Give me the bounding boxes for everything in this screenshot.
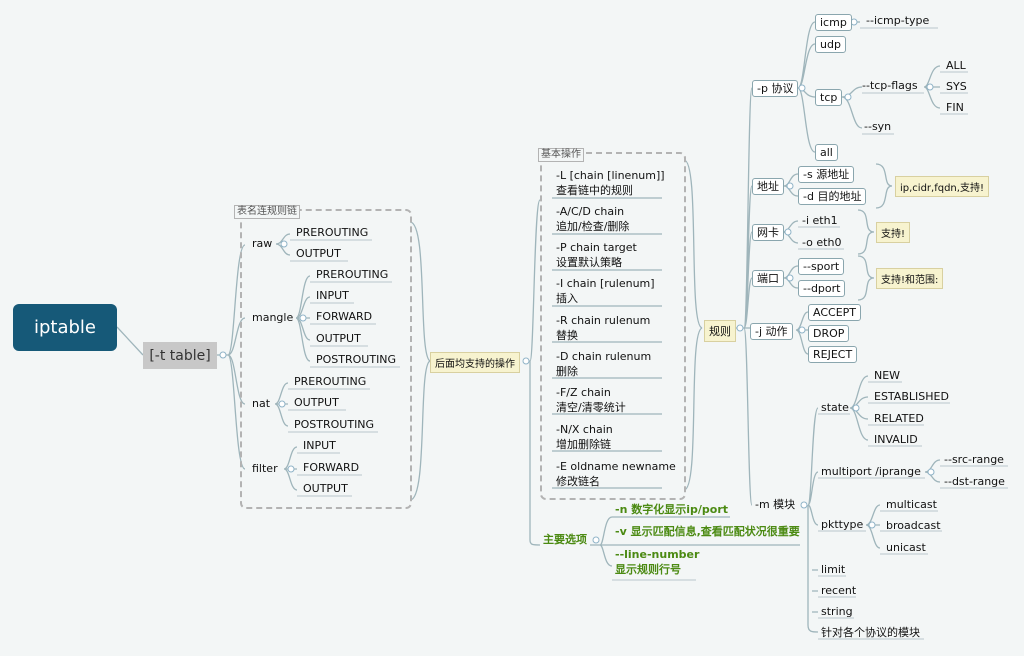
basic-op-item[interactable]: -I chain [rulenum]插入 — [556, 277, 655, 305]
table-mangle[interactable]: mangle — [252, 311, 294, 324]
chain-node[interactable]: PREROUTING — [316, 268, 389, 281]
state-item[interactable]: NEW — [874, 369, 901, 382]
tcp-flag-item[interactable]: FIN — [946, 101, 964, 114]
chain-node[interactable]: FORWARD — [303, 461, 360, 474]
root-node[interactable]: iptable — [13, 304, 117, 351]
address-node[interactable]: 地址 — [752, 178, 784, 195]
tcp-flag-item[interactable]: ALL — [946, 59, 966, 72]
action-accept[interactable]: ACCEPT — [808, 304, 861, 321]
chain-node[interactable]: PREROUTING — [294, 375, 367, 388]
syn-option[interactable]: --syn — [864, 120, 892, 133]
chain-node[interactable]: INPUT — [303, 439, 336, 452]
protocol-node[interactable]: -p 协议 — [752, 80, 799, 97]
input-interface[interactable]: -i eth1 — [802, 214, 838, 227]
t-table-node[interactable]: [-t table] — [143, 342, 217, 369]
module-recent[interactable]: recent — [821, 584, 857, 597]
basic-ops-title: 基本操作 — [538, 148, 584, 162]
supported-ops-node[interactable]: 后面均支持的操作 — [430, 352, 520, 373]
chain-group-boundary — [240, 209, 412, 509]
basic-ops-boundary — [540, 152, 686, 500]
destination-address[interactable]: -d 目的地址 — [798, 188, 867, 205]
tcp-flag-item[interactable]: SYS — [946, 80, 967, 93]
protocol-all[interactable]: all — [815, 144, 838, 161]
source-port[interactable]: --sport — [798, 258, 845, 275]
action-drop[interactable]: DROP — [808, 325, 850, 342]
icmp-type-option[interactable]: --icmp-type — [866, 14, 930, 27]
chain-node[interactable]: OUTPUT — [316, 332, 361, 345]
chain-node[interactable]: PREROUTING — [296, 226, 369, 239]
chain-node[interactable]: OUTPUT — [294, 396, 339, 409]
option-verbose[interactable]: -v 显示匹配信息,查看匹配状况很重要 — [615, 525, 800, 538]
address-note: ip,cidr,fqdn,支持! — [895, 176, 989, 197]
module-pkttype[interactable]: pkttype — [821, 518, 864, 531]
table-filter[interactable]: filter — [252, 462, 278, 475]
table-nat[interactable]: nat — [252, 397, 271, 410]
chain-node[interactable]: POSTROUTING — [294, 418, 375, 431]
port-node[interactable]: 端口 — [752, 270, 784, 287]
source-address[interactable]: -s 源地址 — [798, 166, 855, 183]
chain-node[interactable]: OUTPUT — [296, 247, 341, 260]
state-item[interactable]: RELATED — [874, 412, 924, 425]
chain-node[interactable]: OUTPUT — [303, 482, 348, 495]
chain-group-title: 表名连规则链 — [234, 205, 300, 219]
destination-port[interactable]: --dport — [798, 280, 846, 297]
option-line-number-desc: 显示规则行号 — [615, 563, 681, 576]
option-numeric[interactable]: -n 数字化显示ip/port — [615, 503, 729, 516]
pkttype-item[interactable]: multicast — [886, 498, 937, 511]
module-state[interactable]: state — [821, 401, 849, 414]
option-line-number[interactable]: --line-number — [615, 548, 700, 561]
pkttype-item[interactable]: unicast — [886, 541, 926, 554]
port-note: 支持!和范围: — [876, 268, 944, 289]
main-options-node[interactable]: 主要选项 — [543, 533, 587, 546]
module-string[interactable]: string — [821, 605, 853, 618]
module-limit[interactable]: limit — [821, 563, 846, 576]
nic-node[interactable]: 网卡 — [752, 224, 784, 241]
action-node[interactable]: -j 动作 — [750, 323, 793, 340]
state-item[interactable]: INVALID — [874, 433, 918, 446]
chain-node[interactable]: INPUT — [316, 289, 349, 302]
pkttype-item[interactable]: broadcast — [886, 519, 941, 532]
protocol-icmp[interactable]: icmp — [815, 14, 852, 31]
range-item[interactable]: --dst-range — [944, 475, 1005, 488]
chain-node[interactable]: FORWARD — [316, 310, 373, 323]
chain-node[interactable]: POSTROUTING — [316, 353, 397, 366]
basic-op-item[interactable]: -L [chain [linenum]]查看链中的规则 — [556, 169, 665, 197]
module-multiport[interactable]: multiport /iprange — [821, 465, 921, 478]
module-node[interactable]: -m 模块 — [755, 498, 796, 511]
action-reject[interactable]: REJECT — [808, 346, 858, 363]
state-item[interactable]: ESTABLISHED — [874, 390, 949, 403]
module-protocol-specific[interactable]: 针对各个协议的模块 — [821, 626, 920, 639]
rules-node[interactable]: 规则 — [704, 320, 736, 342]
nic-note: 支持! — [876, 222, 911, 243]
output-interface[interactable]: -o eth0 — [802, 236, 842, 249]
protocol-udp[interactable]: udp — [815, 36, 846, 53]
table-raw[interactable]: raw — [252, 237, 273, 250]
range-item[interactable]: --src-range — [944, 453, 1004, 466]
tcp-flags-option[interactable]: --tcp-flags — [862, 79, 918, 92]
protocol-tcp[interactable]: tcp — [815, 89, 843, 106]
